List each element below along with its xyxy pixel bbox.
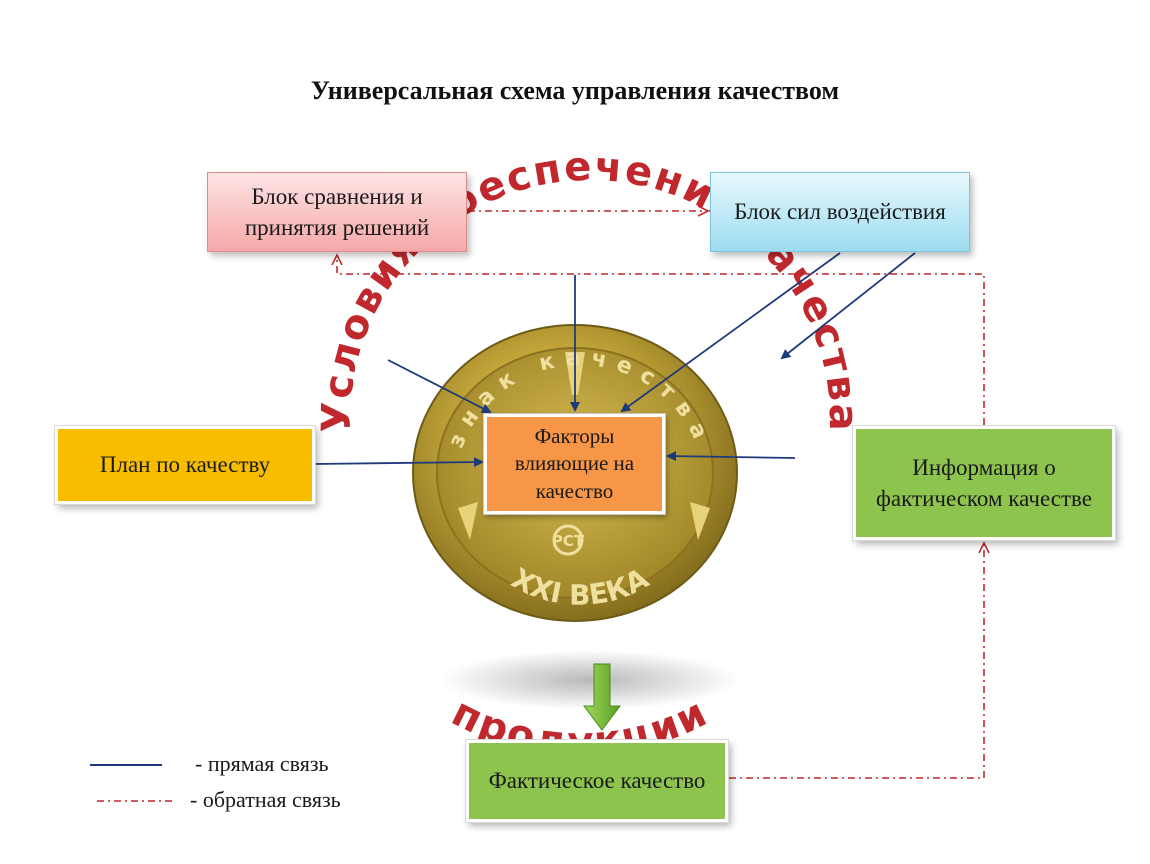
actual-quality-block: Фактическое качество xyxy=(465,739,729,823)
legend-feedback-label: - обратная связь xyxy=(190,787,341,812)
quality-plan-block: План по качеству xyxy=(54,425,316,505)
direct-links xyxy=(313,252,916,468)
medallion-wedge-left-icon xyxy=(458,502,478,540)
rst-emblem-icon xyxy=(552,524,584,556)
impact-forces-block: Блок сил воздействия xyxy=(710,172,970,252)
comparison-decision-block: Блок сравнения и принятия решений xyxy=(207,172,467,252)
down-arrow-icon xyxy=(583,663,621,731)
legend-direct-label: - прямая связь xyxy=(195,751,329,776)
link-info-to-factors xyxy=(666,451,796,462)
link-forces-to-ring xyxy=(780,252,916,360)
link-plan-to-factors xyxy=(313,457,484,468)
diagram-title: Универсальная схема управления качеством xyxy=(310,76,840,105)
link-actual-to-info xyxy=(729,544,984,779)
link-forces-to-factors xyxy=(620,252,841,413)
actual-quality-info-block: Информация о фактическом качестве xyxy=(852,425,1116,541)
feedback-links xyxy=(337,211,984,779)
link-left-to-factors xyxy=(387,359,492,413)
medallion-wedge-right-icon xyxy=(690,502,710,540)
medallion-shadow xyxy=(440,650,740,710)
quality-factors-block: Факторы влияющие на качество xyxy=(483,413,666,515)
rst-emblem-text: РСТ xyxy=(552,532,585,550)
